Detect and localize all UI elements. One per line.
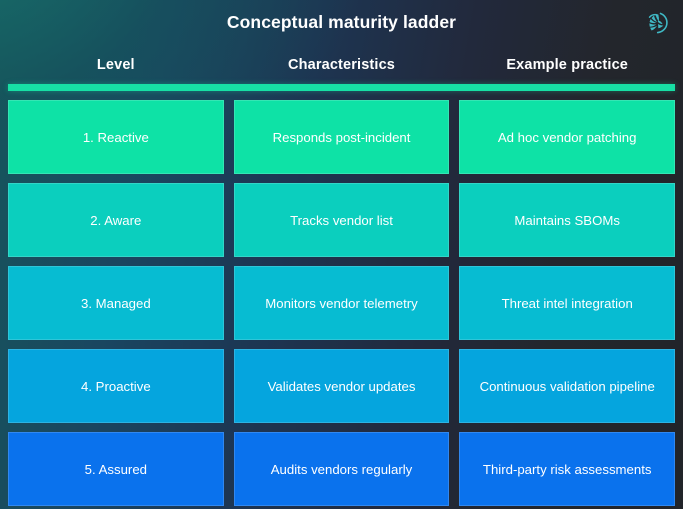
cell-example-practice[interactable]: Continuous validation pipeline [459,349,676,423]
cell-example-practice[interactable]: Maintains SBOMs [459,183,676,257]
cell-characteristics[interactable]: Monitors vendor telemetry [233,266,450,340]
cell-characteristics[interactable]: Responds post-incident [233,100,450,174]
cell-example-practice[interactable]: Third-party risk assessments [459,432,676,506]
table-row: 3. Managed Monitors vendor telemetry Thr… [8,266,676,340]
column-header-example-practice: Example practice [506,57,629,73]
cell-example-practice[interactable]: Threat intel integration [459,266,676,340]
header-accent-rule [8,84,675,91]
table-header-row: Level Characteristics Example practice [8,52,675,78]
phoenix-bird-logo-icon [638,6,674,42]
table-row: 2. Aware Tracks vendor list Maintains SB… [8,183,676,257]
table-body: 1. Reactive Responds post-incident Ad ho… [8,100,676,506]
table-row: 1. Reactive Responds post-incident Ad ho… [8,100,676,174]
cell-characteristics[interactable]: Validates vendor updates [233,349,450,423]
cell-example-practice[interactable]: Ad hoc vendor patching [459,100,676,174]
maturity-table: Level Characteristics Example practice 1… [8,52,676,506]
column-header-level: Level [96,57,135,73]
cell-level[interactable]: 4. Proactive [8,349,224,423]
table-row: 5. Assured Audits vendors regularly Thir… [8,432,676,506]
table-row: 4. Proactive Validates vendor updates Co… [8,349,676,423]
column-header-characteristics: Characteristics [287,57,396,73]
cell-characteristics[interactable]: Tracks vendor list [233,183,450,257]
cell-level[interactable]: 2. Aware [8,183,224,257]
page-title: Conceptual maturity ladder [226,12,457,32]
cell-level[interactable]: 3. Managed [8,266,224,340]
cell-level[interactable]: 1. Reactive [8,100,224,174]
cell-level[interactable]: 5. Assured [8,432,224,506]
cell-characteristics[interactable]: Audits vendors regularly [233,432,450,506]
